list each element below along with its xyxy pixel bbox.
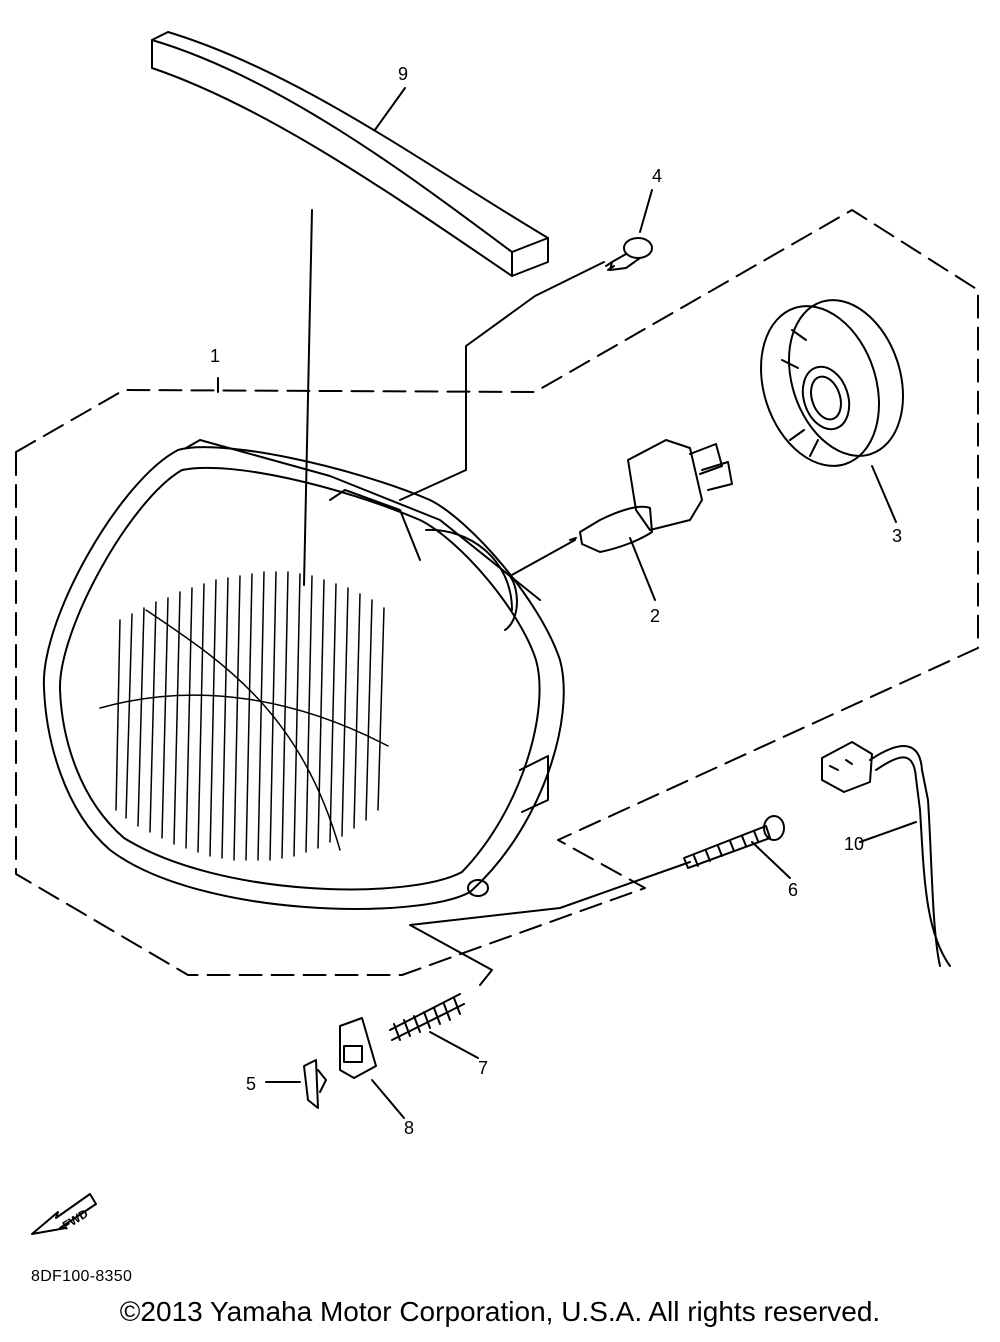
leader-line-9b <box>371 87 406 135</box>
spring-part-7 <box>389 993 465 1041</box>
callout-9: 9 <box>398 64 408 84</box>
leader-line-7 <box>429 1031 479 1059</box>
callout-3: 3 <box>892 526 902 546</box>
foam-pad-part-9 <box>151 31 549 277</box>
callout-7: 7 <box>478 1058 488 1078</box>
socket-cover-part-3 <box>760 299 904 467</box>
leader-line-6b <box>409 861 691 986</box>
bulb-part-2 <box>569 439 733 553</box>
leader-line-4b <box>399 261 605 501</box>
bracket-part-8 <box>339 1017 377 1079</box>
harness-part-10 <box>821 741 951 967</box>
clip-part-5 <box>303 1059 327 1109</box>
leader-line-10 <box>859 821 917 843</box>
leader-line-9 <box>303 209 313 586</box>
callout-5: 5 <box>246 1074 256 1094</box>
callout-2: 2 <box>650 606 660 626</box>
callout-4: 4 <box>652 166 662 186</box>
leader-line-4 <box>639 189 653 233</box>
drawing-code: 8DF100-8350 <box>31 1268 133 1285</box>
leader-line-3 <box>871 465 897 523</box>
headlight-part-1 <box>42 439 565 910</box>
screw-part-4 <box>605 237 653 271</box>
leader-line-6 <box>751 841 791 879</box>
fwd-arrow-icon <box>31 1193 97 1235</box>
callout-10: 10 <box>844 834 864 854</box>
copyright-notice: ©2013 Yamaha Motor Corporation, U.S.A. A… <box>119 1296 881 1327</box>
leader-line-8 <box>371 1079 405 1119</box>
leader-line-2 <box>629 537 656 601</box>
leader-line-2b <box>509 539 576 577</box>
callout-8: 8 <box>404 1118 414 1138</box>
callout-1: 1 <box>210 346 220 366</box>
callout-6: 6 <box>788 880 798 900</box>
adjusting-screw-part-6 <box>683 815 785 869</box>
